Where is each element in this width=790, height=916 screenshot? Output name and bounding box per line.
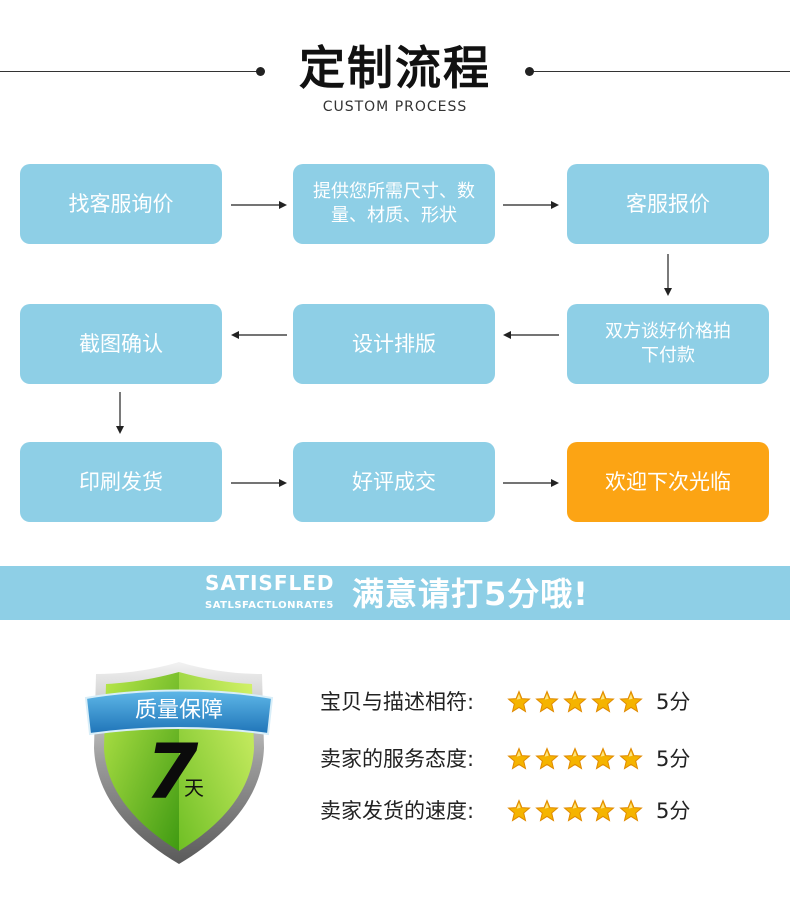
arrow-right-icon [503,200,559,210]
quality-shield-icon: 质量保障 7 天 [84,658,274,872]
arrow-down-icon [663,254,673,296]
star-icon [591,747,615,775]
banner-english-title: SATISFLED [205,571,335,595]
rating-stars-service [507,747,643,775]
star-icon [591,690,615,718]
star-icon [619,690,643,718]
step-quote: 客服报价 [567,164,769,244]
step-print-ship: 印刷发货 [20,442,222,522]
header-dot-right [525,67,534,76]
star-icon [563,799,587,827]
star-icon [563,690,587,718]
step-screenshot-confirm: 截图确认 [20,304,222,384]
star-icon [619,799,643,827]
rating-label-service: 卖家的服务态度: [320,747,475,771]
star-icon [591,799,615,827]
shield-number: 7 [145,727,199,816]
step-design-layout: 设计排版 [293,304,495,384]
star-icon [507,690,531,718]
rating-label-shipping: 卖家发货的速度: [320,799,475,823]
arrow-right-icon [503,478,559,488]
star-icon [535,747,559,775]
arrow-down-icon [115,392,125,434]
star-icon [507,747,531,775]
star-icon [619,747,643,775]
step-agree-pay-label: 双方谈好价格拍下付款 [605,321,731,366]
banner-chinese-text: 满意请打5分哦! [352,575,589,613]
rating-score-shipping: 5分 [656,799,691,823]
step-agree-pay: 双方谈好价格拍下付款 [567,304,769,384]
header-line-left [0,71,258,72]
satisfaction-banner [0,566,790,620]
step-provide-specs-label: 提供您所需尺寸、数量、材质、形状 [313,181,475,226]
arrow-right-icon [231,200,287,210]
rating-score-service: 5分 [656,747,691,771]
header-dot-left [256,67,265,76]
step-welcome-back: 欢迎下次光临 [567,442,769,522]
step-review-deal: 好评成交 [293,442,495,522]
arrow-right-icon [231,478,287,488]
star-icon [535,690,559,718]
header-line-right [532,71,790,72]
rating-stars-shipping [507,799,643,827]
rating-score-description: 5分 [656,690,691,714]
page-title: 定制流程 [299,41,491,95]
star-icon [563,747,587,775]
step-contact-service: 找客服询价 [20,164,222,244]
star-icon [535,799,559,827]
rating-stars-description [507,690,643,718]
shield-label: 质量保障 [134,698,223,723]
banner-english-subtitle: SATLSFACTLONRATE5 [205,600,334,611]
page-subtitle: CUSTOM PROCESS [322,99,468,115]
shield-unit: 天 [184,776,204,800]
arrow-left-icon [231,330,287,340]
step-provide-specs: 提供您所需尺寸、数量、材质、形状 [293,164,495,244]
arrow-left-icon [503,330,559,340]
star-icon [507,799,531,827]
rating-label-description: 宝贝与描述相符: [320,690,475,714]
